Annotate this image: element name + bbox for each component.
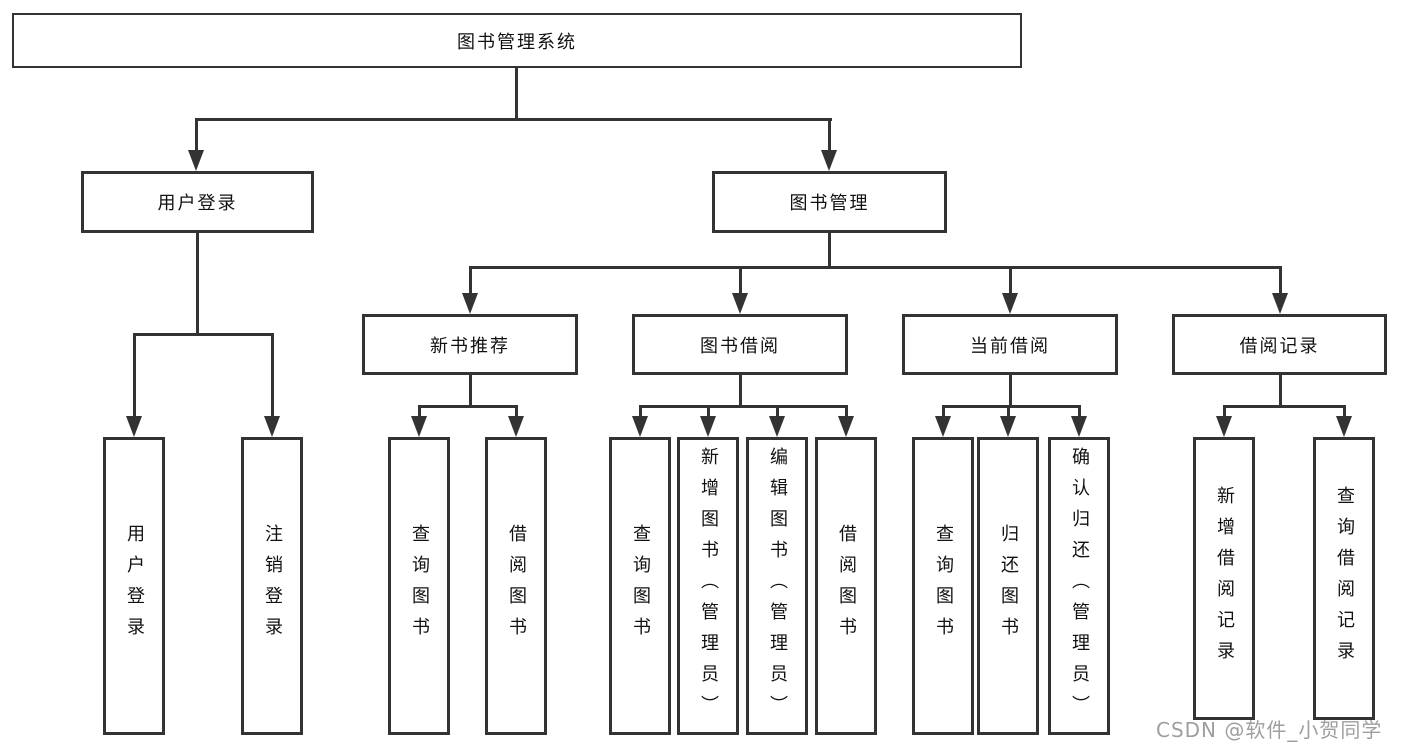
connector-vline [1009, 266, 1012, 294]
connector-hline [419, 405, 517, 408]
connector-vline [271, 333, 274, 417]
connector-vline [1078, 405, 1081, 417]
node-user-login-label: 用户登录 [157, 193, 238, 214]
connector-vline [776, 405, 779, 417]
connector-vline [845, 405, 848, 417]
node-book-management-label: 图书管理 [789, 193, 870, 214]
connector-vline [1007, 405, 1010, 417]
connector-vline [1223, 405, 1226, 417]
node-current-borrow-label: 当前借阅 [970, 335, 1050, 357]
leaf-br-query-record-label: 查询借阅记录 [1334, 485, 1355, 672]
connector-vline [196, 233, 199, 336]
connector-hline [134, 333, 274, 336]
connector-vline [133, 333, 136, 417]
node-new-book-recommend-label: 新书推荐 [430, 335, 510, 357]
leaf-user-login: 用户登录 [103, 437, 165, 735]
arrow-down-icon [411, 416, 427, 437]
leaf-bb-edit-book: 编辑图书（管理员） [746, 437, 808, 735]
leaf-nb-borrow-book: 借阅图书 [485, 437, 547, 735]
connector-vline [515, 405, 518, 417]
arrow-down-icon [126, 416, 142, 437]
arrow-down-icon [1000, 416, 1016, 437]
node-book-management: 图书管理 [712, 171, 947, 233]
arrow-down-icon [838, 416, 854, 437]
connector-vline [639, 405, 642, 417]
leaf-logout-label: 注销登录 [262, 524, 283, 648]
connector-hline [943, 405, 1080, 408]
connector-vline [469, 375, 472, 408]
connector-hline [1224, 405, 1345, 408]
node-user-login: 用户登录 [81, 171, 314, 233]
arrow-down-icon [188, 150, 204, 171]
arrow-down-icon [732, 293, 748, 314]
node-current-borrow: 当前借阅 [902, 314, 1118, 375]
connector-vline [1343, 405, 1346, 417]
connector-vline [418, 405, 421, 417]
leaf-cb-return-book-label: 归还图书 [998, 524, 1019, 648]
connector-vline [1009, 375, 1012, 408]
arrow-down-icon [700, 416, 716, 437]
arrow-down-icon [632, 416, 648, 437]
connector-hline [470, 266, 1281, 269]
connector-vline [828, 118, 831, 151]
leaf-bb-query-book: 查询图书 [609, 437, 671, 735]
leaf-logout: 注销登录 [241, 437, 303, 735]
connector-vline [739, 266, 742, 294]
connector-hline [640, 405, 847, 408]
leaf-user-login-label: 用户登录 [124, 524, 145, 648]
leaf-bb-borrow-book-label: 借阅图书 [836, 524, 857, 648]
leaf-bb-edit-book-label: 编辑图书（管理员） [767, 446, 788, 726]
arrow-down-icon [1216, 416, 1232, 437]
arrow-down-icon [1272, 293, 1288, 314]
connector-vline [195, 118, 198, 151]
leaf-cb-confirm-return: 确认归还（管理员） [1048, 437, 1110, 735]
watermark-text: CSDN @软件_小贺同学 [1156, 718, 1383, 742]
arrow-down-icon [769, 416, 785, 437]
connector-vline [1279, 266, 1282, 294]
node-root: 图书管理系统 [12, 13, 1022, 68]
node-borrow-record-label: 借阅记录 [1239, 335, 1320, 357]
node-new-book-recommend: 新书推荐 [362, 314, 578, 375]
node-book-borrow: 图书借阅 [632, 314, 848, 375]
leaf-br-query-record: 查询借阅记录 [1313, 437, 1375, 720]
connector-hline [196, 118, 832, 121]
leaf-nb-query-book-label: 查询图书 [409, 524, 430, 648]
leaf-br-add-record-label: 新增借阅记录 [1214, 485, 1235, 672]
node-root-label: 图书管理系统 [457, 31, 577, 53]
leaf-cb-return-book: 归还图书 [977, 437, 1039, 735]
leaf-cb-query-book-label: 查询图书 [933, 524, 954, 648]
leaf-cb-confirm-return-label: 确认归还（管理员） [1069, 446, 1090, 726]
leaf-br-add-record: 新增借阅记录 [1193, 437, 1255, 720]
connector-vline [469, 266, 472, 294]
connector-vline [739, 375, 742, 408]
arrow-down-icon [1336, 416, 1352, 437]
connector-vline [707, 405, 710, 417]
connector-vline [515, 68, 518, 120]
leaf-bb-borrow-book: 借阅图书 [815, 437, 877, 735]
arrow-down-icon [821, 150, 837, 171]
leaf-cb-query-book: 查询图书 [912, 437, 974, 735]
arrow-down-icon [264, 416, 280, 437]
leaf-bb-query-book-label: 查询图书 [630, 524, 651, 648]
arrow-down-icon [462, 293, 478, 314]
node-borrow-record: 借阅记录 [1172, 314, 1387, 375]
connector-vline [828, 233, 831, 269]
connector-vline [1279, 375, 1282, 408]
leaf-nb-query-book: 查询图书 [388, 437, 450, 735]
leaf-bb-add-book-label: 新增图书（管理员） [698, 446, 719, 726]
node-book-borrow-label: 图书借阅 [700, 335, 780, 357]
leaf-nb-borrow-book-label: 借阅图书 [506, 524, 527, 648]
arrow-down-icon [1002, 293, 1018, 314]
leaf-bb-add-book: 新增图书（管理员） [677, 437, 739, 735]
connector-vline [942, 405, 945, 417]
arrow-down-icon [508, 416, 524, 437]
arrow-down-icon [1071, 416, 1087, 437]
arrow-down-icon [935, 416, 951, 437]
